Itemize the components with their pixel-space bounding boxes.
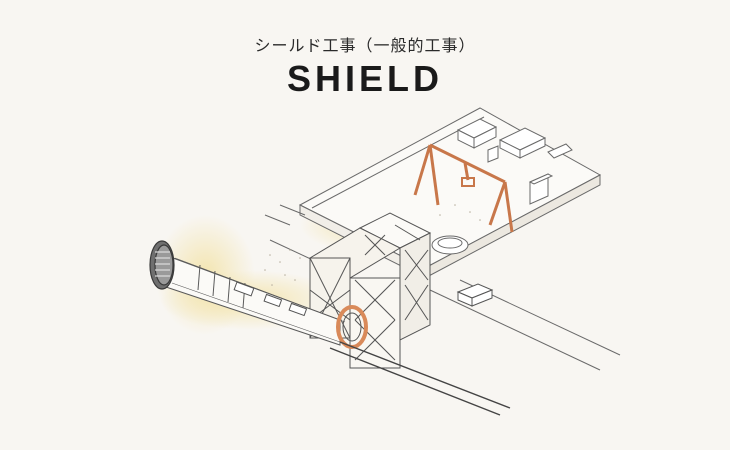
site-equipment — [456, 118, 573, 205]
page-title: SHIELD — [286, 58, 443, 99]
truck — [456, 283, 494, 307]
bottom-pipes — [329, 341, 511, 416]
page-subtitle: シールド工事（一般的工事） — [254, 36, 476, 55]
header: シールド工事（一般的工事） SHIELD — [0, 0, 730, 110]
gantry-crane — [413, 143, 514, 233]
shield-machine — [149, 240, 175, 290]
tunnel-tube — [159, 254, 346, 346]
soil-texture — [264, 204, 481, 286]
tunnel-cars — [233, 281, 308, 317]
turntable — [431, 235, 469, 255]
crane-hook — [461, 177, 475, 187]
